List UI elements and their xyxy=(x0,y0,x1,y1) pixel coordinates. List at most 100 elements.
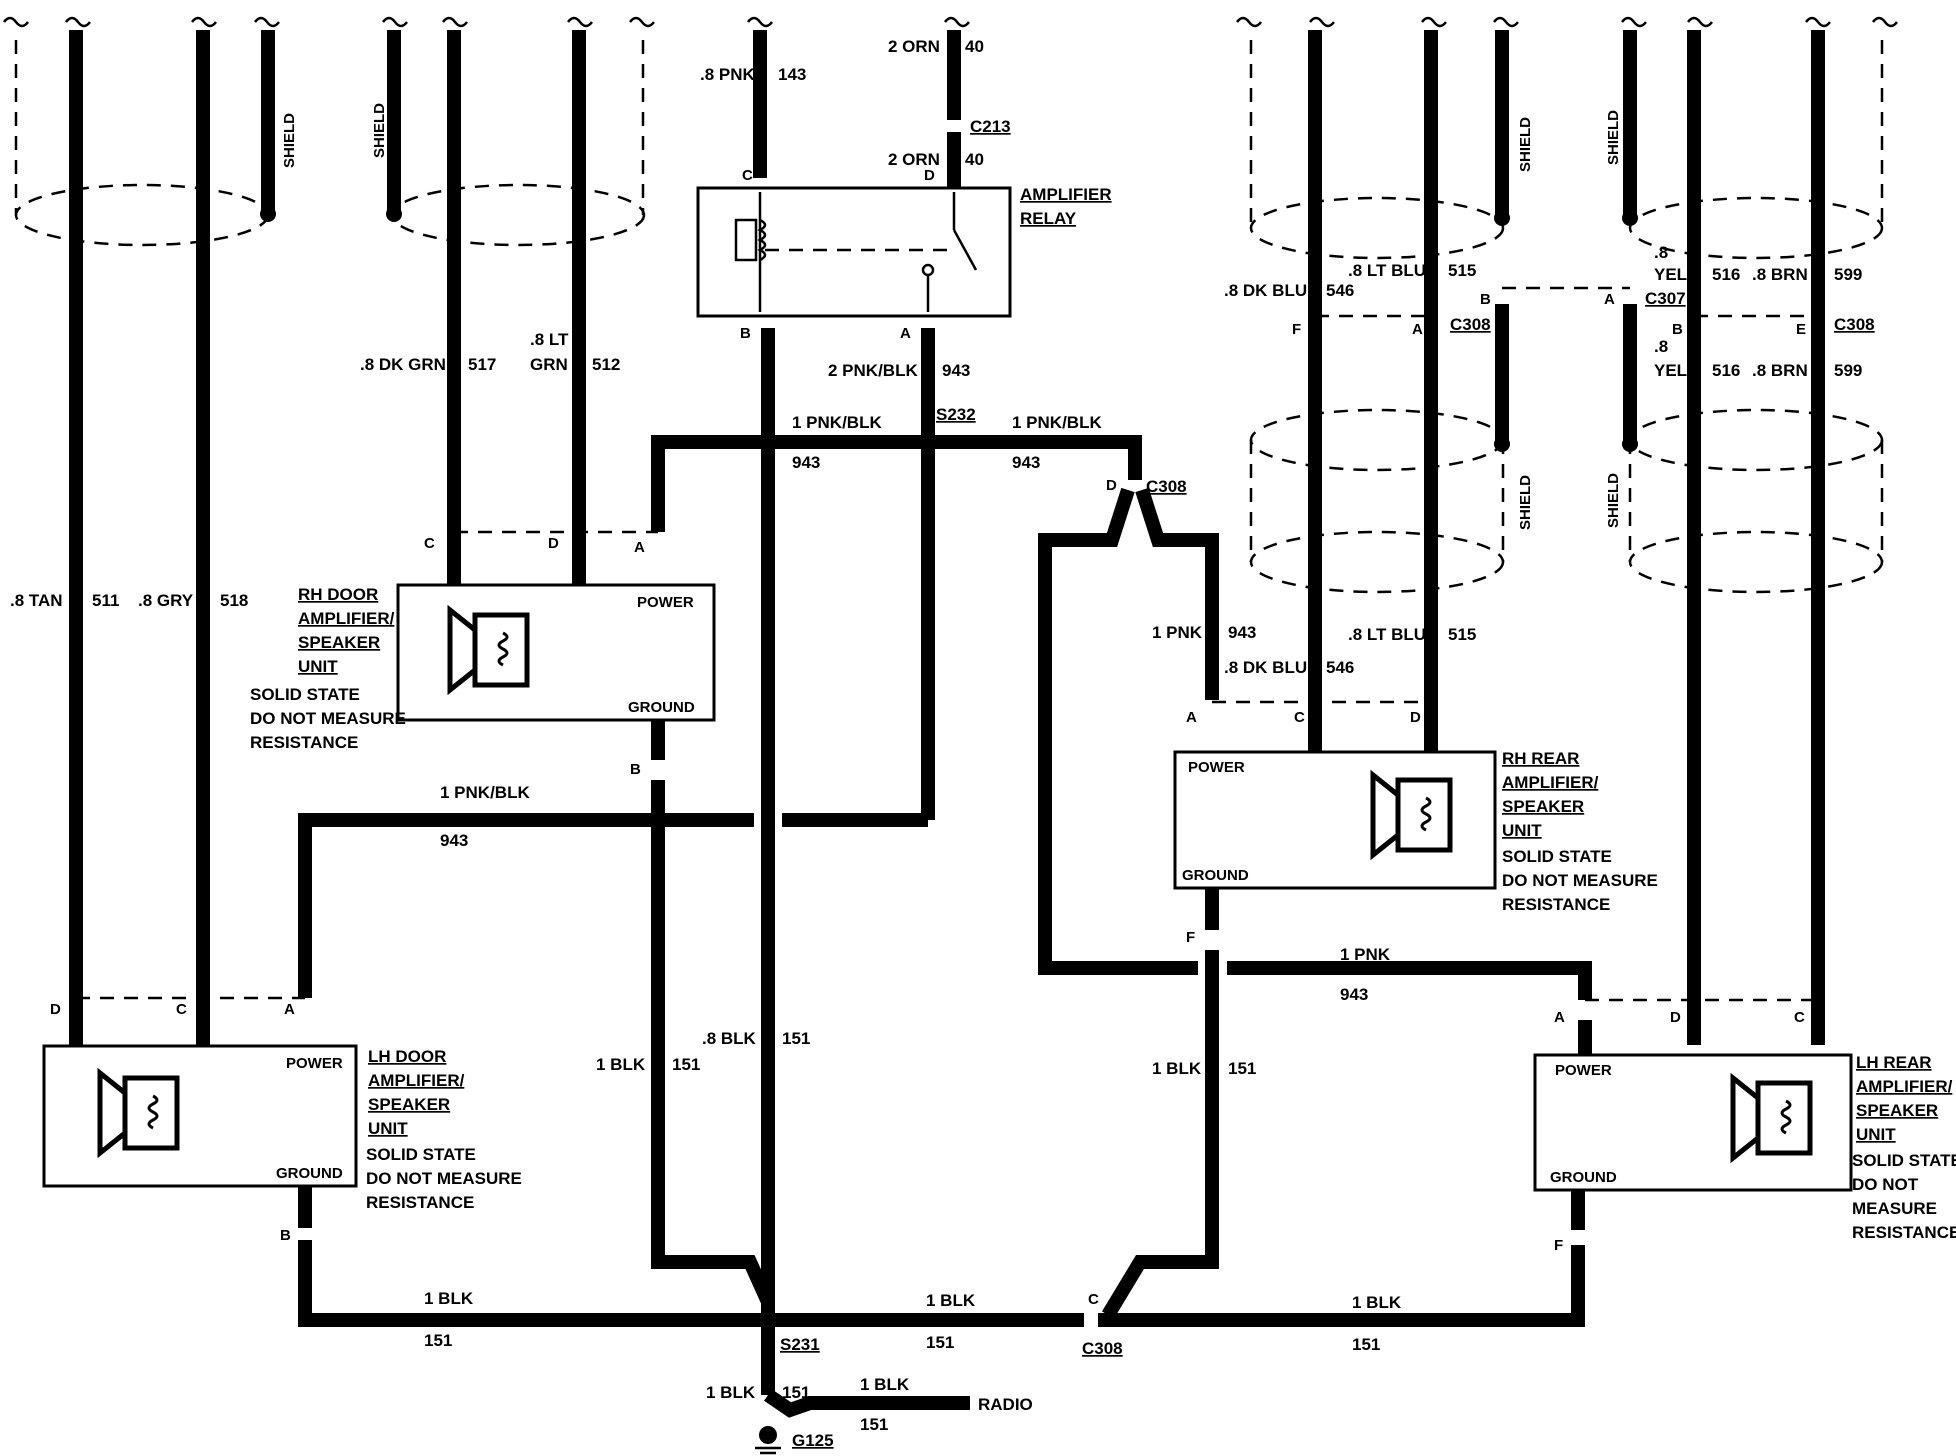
svg-text:DO NOT MEASURE: DO NOT MEASURE xyxy=(366,1169,522,1188)
svg-text:UNIT: UNIT xyxy=(1856,1125,1896,1144)
svg-text:.8 DK BLU: .8 DK BLU xyxy=(1224,281,1307,300)
svg-text:40: 40 xyxy=(965,150,984,169)
svg-text:.8 LT BLU: .8 LT BLU xyxy=(1348,261,1426,280)
svg-text:A: A xyxy=(1554,1009,1565,1026)
rh-door-amplifier-speaker xyxy=(396,583,716,722)
svg-text:SHIELD: SHIELD xyxy=(1605,110,1622,165)
svg-text:599: 599 xyxy=(1834,361,1862,380)
svg-text:40: 40 xyxy=(965,37,984,56)
svg-text:DO NOT MEASURE: DO NOT MEASURE xyxy=(250,709,406,728)
wire-labels: .8 TAN 511 .8 GRY 518 .8 DK GRN 517 .8 L… xyxy=(10,37,1862,1434)
svg-text:2 PNK/BLK: 2 PNK/BLK xyxy=(828,361,918,380)
svg-text:SPEAKER: SPEAKER xyxy=(368,1095,450,1114)
svg-text:943: 943 xyxy=(792,453,820,472)
connector-labels: C213 S232 C308 C307 C308 C308 C308 S231 … xyxy=(780,117,1875,1450)
svg-text:SOLID STATE: SOLID STATE xyxy=(1852,1151,1956,1170)
svg-text:151: 151 xyxy=(1352,1335,1380,1354)
svg-text:515: 515 xyxy=(1448,261,1476,280)
rh-rear-amplifier-speaker xyxy=(1173,750,1497,890)
svg-text:B: B xyxy=(280,1227,291,1244)
svg-text:1 BLK: 1 BLK xyxy=(424,1289,474,1308)
svg-text:DO NOT: DO NOT xyxy=(1852,1175,1919,1194)
svg-text:F: F xyxy=(1554,1237,1563,1254)
svg-text:151: 151 xyxy=(424,1331,452,1350)
svg-text:599: 599 xyxy=(1834,265,1862,284)
svg-text:SPEAKER: SPEAKER xyxy=(298,633,380,652)
svg-text:.8 BRN: .8 BRN xyxy=(1752,265,1808,284)
svg-text:546: 546 xyxy=(1326,281,1354,300)
svg-text:518: 518 xyxy=(220,591,248,610)
svg-text:UNIT: UNIT xyxy=(298,657,338,676)
svg-text:MEASURE: MEASURE xyxy=(1852,1199,1937,1218)
svg-text:B: B xyxy=(1672,321,1683,338)
svg-text:D: D xyxy=(1410,709,1421,726)
svg-text:SOLID STATE: SOLID STATE xyxy=(366,1145,476,1164)
svg-text:511: 511 xyxy=(92,591,119,610)
svg-text:.8: .8 xyxy=(1654,243,1668,262)
svg-text:D: D xyxy=(1670,1009,1681,1026)
svg-text:943: 943 xyxy=(1340,985,1368,1004)
svg-text:.8 DK BLU: .8 DK BLU xyxy=(1224,658,1307,677)
svg-text:SHIELD: SHIELD xyxy=(1605,473,1622,528)
svg-text:GROUND: GROUND xyxy=(1182,867,1249,884)
connector-lines xyxy=(76,286,1818,1002)
splice-dots xyxy=(260,206,1638,1455)
svg-text:LH DOOR: LH DOOR xyxy=(368,1047,446,1066)
svg-text:D: D xyxy=(50,1001,61,1018)
svg-text:YEL: YEL xyxy=(1654,265,1687,284)
box-labels: AMPLIFIER RELAY POWER GROUND POWER GROUN… xyxy=(276,185,1617,1186)
svg-text:RELAY: RELAY xyxy=(1020,209,1077,228)
svg-text:A: A xyxy=(1412,321,1423,338)
svg-text:.8 LT: .8 LT xyxy=(530,330,569,349)
svg-text:1 BLK: 1 BLK xyxy=(1352,1293,1402,1312)
svg-text:C308: C308 xyxy=(1450,315,1491,334)
svg-text:AMPLIFIER/: AMPLIFIER/ xyxy=(1502,773,1599,792)
svg-text:F: F xyxy=(1186,929,1195,946)
svg-text:UNIT: UNIT xyxy=(368,1119,408,1138)
svg-text:UNIT: UNIT xyxy=(1502,821,1542,840)
svg-text:D: D xyxy=(1106,477,1117,494)
svg-text:POWER: POWER xyxy=(637,594,694,611)
lh-rear-amplifier-speaker xyxy=(1533,1053,1853,1192)
svg-text:1 PNK/BLK: 1 PNK/BLK xyxy=(440,783,530,802)
svg-text:E: E xyxy=(1796,321,1806,338)
svg-text:SHIELD: SHIELD xyxy=(1517,117,1534,172)
svg-text:G125: G125 xyxy=(792,1431,834,1450)
svg-text:2 ORN: 2 ORN xyxy=(888,150,940,169)
svg-text:516: 516 xyxy=(1712,265,1740,284)
svg-text:B: B xyxy=(740,325,751,342)
svg-text:A: A xyxy=(1186,709,1197,726)
radio-label: RADIO xyxy=(978,1395,1033,1414)
svg-text:RESISTANCE: RESISTANCE xyxy=(1852,1223,1956,1242)
svg-text:151: 151 xyxy=(860,1415,888,1434)
svg-text:SOLID STATE: SOLID STATE xyxy=(1502,847,1612,866)
lh-door-amplifier-speaker xyxy=(42,1044,358,1188)
svg-text:.8 TAN: .8 TAN xyxy=(10,591,63,610)
svg-text:1 BLK: 1 BLK xyxy=(706,1383,756,1402)
svg-text:SPEAKER: SPEAKER xyxy=(1856,1101,1938,1120)
svg-text:517: 517 xyxy=(468,355,496,374)
amplifier-relay xyxy=(696,186,1012,318)
svg-text:D: D xyxy=(924,167,935,184)
svg-text:151: 151 xyxy=(782,1029,810,1048)
svg-text:143: 143 xyxy=(778,65,806,84)
svg-text:AMPLIFIER/: AMPLIFIER/ xyxy=(368,1071,465,1090)
svg-text:B: B xyxy=(1480,291,1491,308)
svg-text:YEL: YEL xyxy=(1654,361,1687,380)
svg-text:C: C xyxy=(176,1001,187,1018)
svg-text:151: 151 xyxy=(1228,1059,1256,1078)
pin-labels: C D B A C D A B D C A B D F A B A B E A … xyxy=(50,167,1806,1308)
svg-text:AMPLIFIER/: AMPLIFIER/ xyxy=(298,609,395,628)
svg-text:GROUND: GROUND xyxy=(1550,1169,1617,1186)
svg-text:A: A xyxy=(900,325,911,342)
svg-text:512: 512 xyxy=(592,355,620,374)
svg-text:SPEAKER: SPEAKER xyxy=(1502,797,1584,816)
svg-text:SHIELD: SHIELD xyxy=(1517,475,1534,530)
svg-text:GRN: GRN xyxy=(530,355,568,374)
svg-text:1 BLK: 1 BLK xyxy=(596,1055,646,1074)
svg-text:C308: C308 xyxy=(1146,477,1187,496)
svg-text:2 ORN: 2 ORN xyxy=(888,37,940,56)
svg-text:.8 BLK: .8 BLK xyxy=(702,1029,757,1048)
unit-descriptions: RH DOOR AMPLIFIER/ SPEAKER UNIT SOLID ST… xyxy=(250,585,1956,1242)
